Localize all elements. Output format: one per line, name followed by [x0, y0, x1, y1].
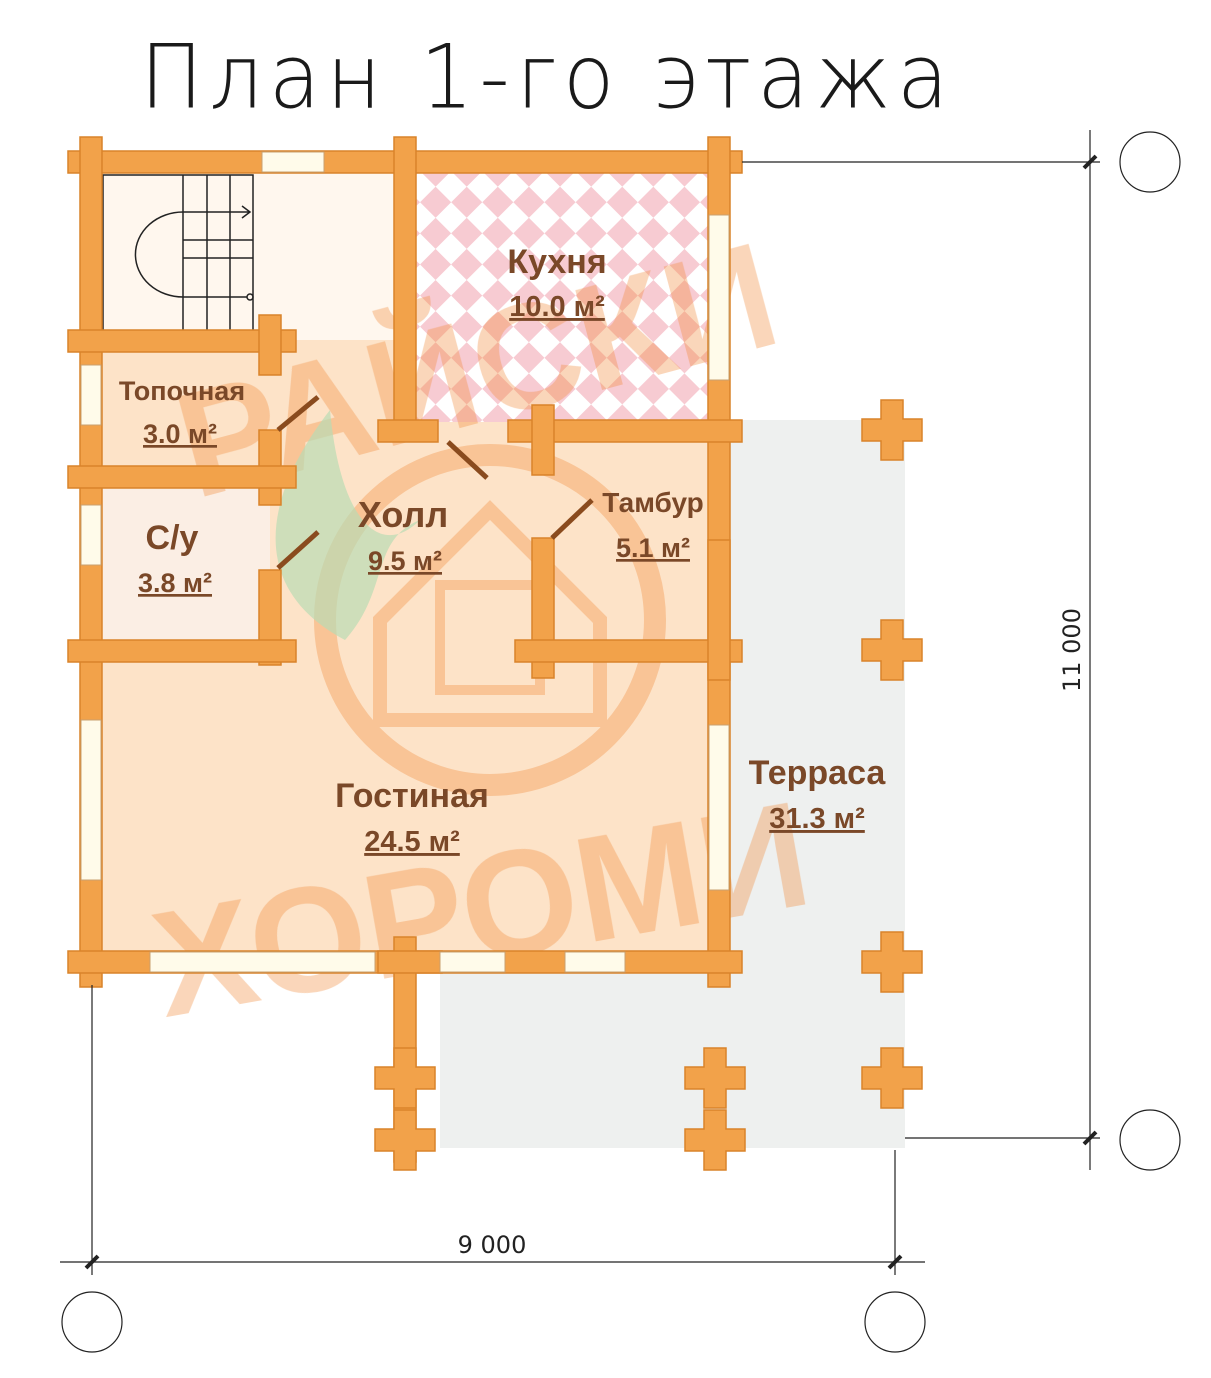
dimension-lines	[60, 130, 1181, 1353]
room-name-bathroom: С/у	[146, 519, 199, 557]
axis-marker	[1119, 131, 1181, 193]
axis-marker	[61, 1291, 123, 1353]
width-dimension: 9 000	[458, 1231, 527, 1259]
terrace-post	[861, 619, 923, 681]
axis-marker	[1119, 1109, 1181, 1171]
terrace-post	[861, 399, 923, 461]
room-area-vestibule: 5.1 м²	[616, 533, 690, 563]
windows	[80, 151, 730, 973]
terrace-post	[684, 1109, 746, 1171]
room-name-vestibule: Тамбур	[602, 487, 704, 518]
room-name-boiler: Топочная	[119, 376, 245, 406]
room-area-terrace: 31.3 м²	[769, 803, 865, 835]
room-name-hall: Холл	[358, 494, 448, 535]
terrace-posts	[374, 399, 923, 1171]
room-name-kitchen: Кухня	[507, 243, 606, 281]
room-labels: Кухня 10.0 м² Топочная 3.0 м² С/у 3.8 м²…	[119, 243, 887, 858]
terrace-post	[861, 931, 923, 993]
room-name-terrace: Терраса	[749, 754, 887, 792]
room-area-kitchen: 10.0 м²	[509, 291, 605, 323]
axis-marker	[864, 1291, 926, 1353]
staircase	[102, 174, 254, 336]
terrace-post	[374, 1109, 436, 1171]
bathroom-floor	[100, 488, 270, 643]
terrace-post	[684, 1047, 746, 1109]
depth-dimension: 11 000	[1058, 608, 1086, 692]
leaf-icon	[275, 410, 420, 640]
plan-title: План 1-го этажа	[140, 25, 955, 129]
kitchen-floor	[412, 172, 710, 422]
room-area-boiler: 3.0 м²	[143, 419, 217, 449]
room-name-living: Гостиная	[335, 777, 489, 815]
room-area-hall: 9.5 м²	[368, 546, 442, 576]
doors	[276, 395, 594, 570]
room-area-living: 24.5 м²	[364, 826, 460, 858]
room-area-bathroom: 3.8 м²	[138, 568, 212, 598]
terrace-post	[374, 1047, 436, 1109]
terrace-post	[861, 1047, 923, 1109]
